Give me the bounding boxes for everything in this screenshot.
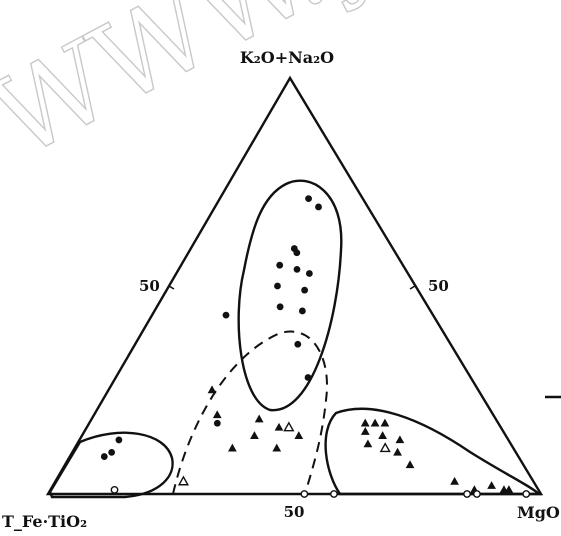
field-boundary-upper xyxy=(237,179,343,412)
data-point-filled-triangle xyxy=(250,431,259,439)
data-point-filled-circle xyxy=(293,249,301,257)
data-point-open-triangle xyxy=(283,421,295,432)
data-point-open-circle xyxy=(300,490,309,498)
data-point-filled-triangle xyxy=(504,485,514,494)
left-edge-tick-label: 50 xyxy=(139,277,160,295)
left-vertex-label: T_Fe·TiO₂ xyxy=(2,512,87,531)
field-boundary-dashed xyxy=(172,330,328,495)
data-point-filled-circle xyxy=(274,282,281,290)
data-point-filled-circle xyxy=(301,286,309,294)
data-point-filled-circle xyxy=(213,419,221,427)
data-point-filled-triangle xyxy=(207,385,217,394)
data-point-filled-triangle xyxy=(212,410,222,419)
data-point-open-circle xyxy=(473,490,481,498)
data-point-filled-circle xyxy=(305,270,313,277)
data-point-filled-triangle xyxy=(294,431,304,439)
data-point-filled-circle xyxy=(315,203,322,211)
watermark-text: WWW.ySK xyxy=(0,0,541,183)
data-point-filled-triangle xyxy=(378,431,387,439)
data-point-filled-triangle xyxy=(487,481,496,489)
data-point-filled-triangle xyxy=(272,443,282,452)
data-point-filled-circle xyxy=(115,436,123,444)
data-point-filled-triangle xyxy=(380,418,390,427)
data-point-filled-circle xyxy=(305,195,312,203)
data-point-filled-circle xyxy=(276,261,284,269)
data-point-open-circle xyxy=(110,485,119,494)
data-point-filled-triangle xyxy=(370,418,380,427)
data-point-filled-circle xyxy=(298,307,306,315)
data-point-open-triangle xyxy=(177,475,190,486)
data-point-filled-circle xyxy=(222,311,230,319)
data-point-open-triangle xyxy=(379,442,391,453)
data-point-filled-triangle xyxy=(450,476,459,485)
data-point-filled-triangle xyxy=(360,418,370,427)
data-point-filled-circle xyxy=(100,453,108,460)
data-point-filled-circle xyxy=(304,374,312,381)
data-point-filled-triangle xyxy=(395,435,405,444)
left-edge-tick-mark xyxy=(168,285,175,290)
right-vertex-label: MgO xyxy=(517,503,560,522)
data-point-filled-circle xyxy=(294,340,302,348)
data-point-open-circle xyxy=(463,490,471,498)
field-boundary-right xyxy=(324,407,542,496)
right-edge-tick-label: 50 xyxy=(428,277,449,295)
data-point-filled-triangle xyxy=(228,443,237,452)
right-edge-tick-mark xyxy=(409,285,416,290)
data-point-filled-triangle xyxy=(363,439,373,448)
data-point-open-circle xyxy=(330,490,338,498)
data-point-filled-triangle xyxy=(274,422,284,431)
data-point-filled-triangle xyxy=(254,414,264,423)
data-points xyxy=(100,195,531,498)
base-tick-label: 50 xyxy=(284,503,305,521)
data-point-open-circle xyxy=(522,490,531,498)
data-point-filled-triangle xyxy=(360,427,370,435)
field-boundary-left xyxy=(48,431,174,499)
data-point-filled-triangle xyxy=(405,460,415,469)
data-point-filled-circle xyxy=(293,265,301,273)
top-vertex-label: K₂O+Na₂O xyxy=(240,48,334,67)
data-point-filled-circle xyxy=(108,449,116,456)
data-point-filled-circle xyxy=(276,303,284,311)
data-point-filled-triangle xyxy=(393,447,402,456)
